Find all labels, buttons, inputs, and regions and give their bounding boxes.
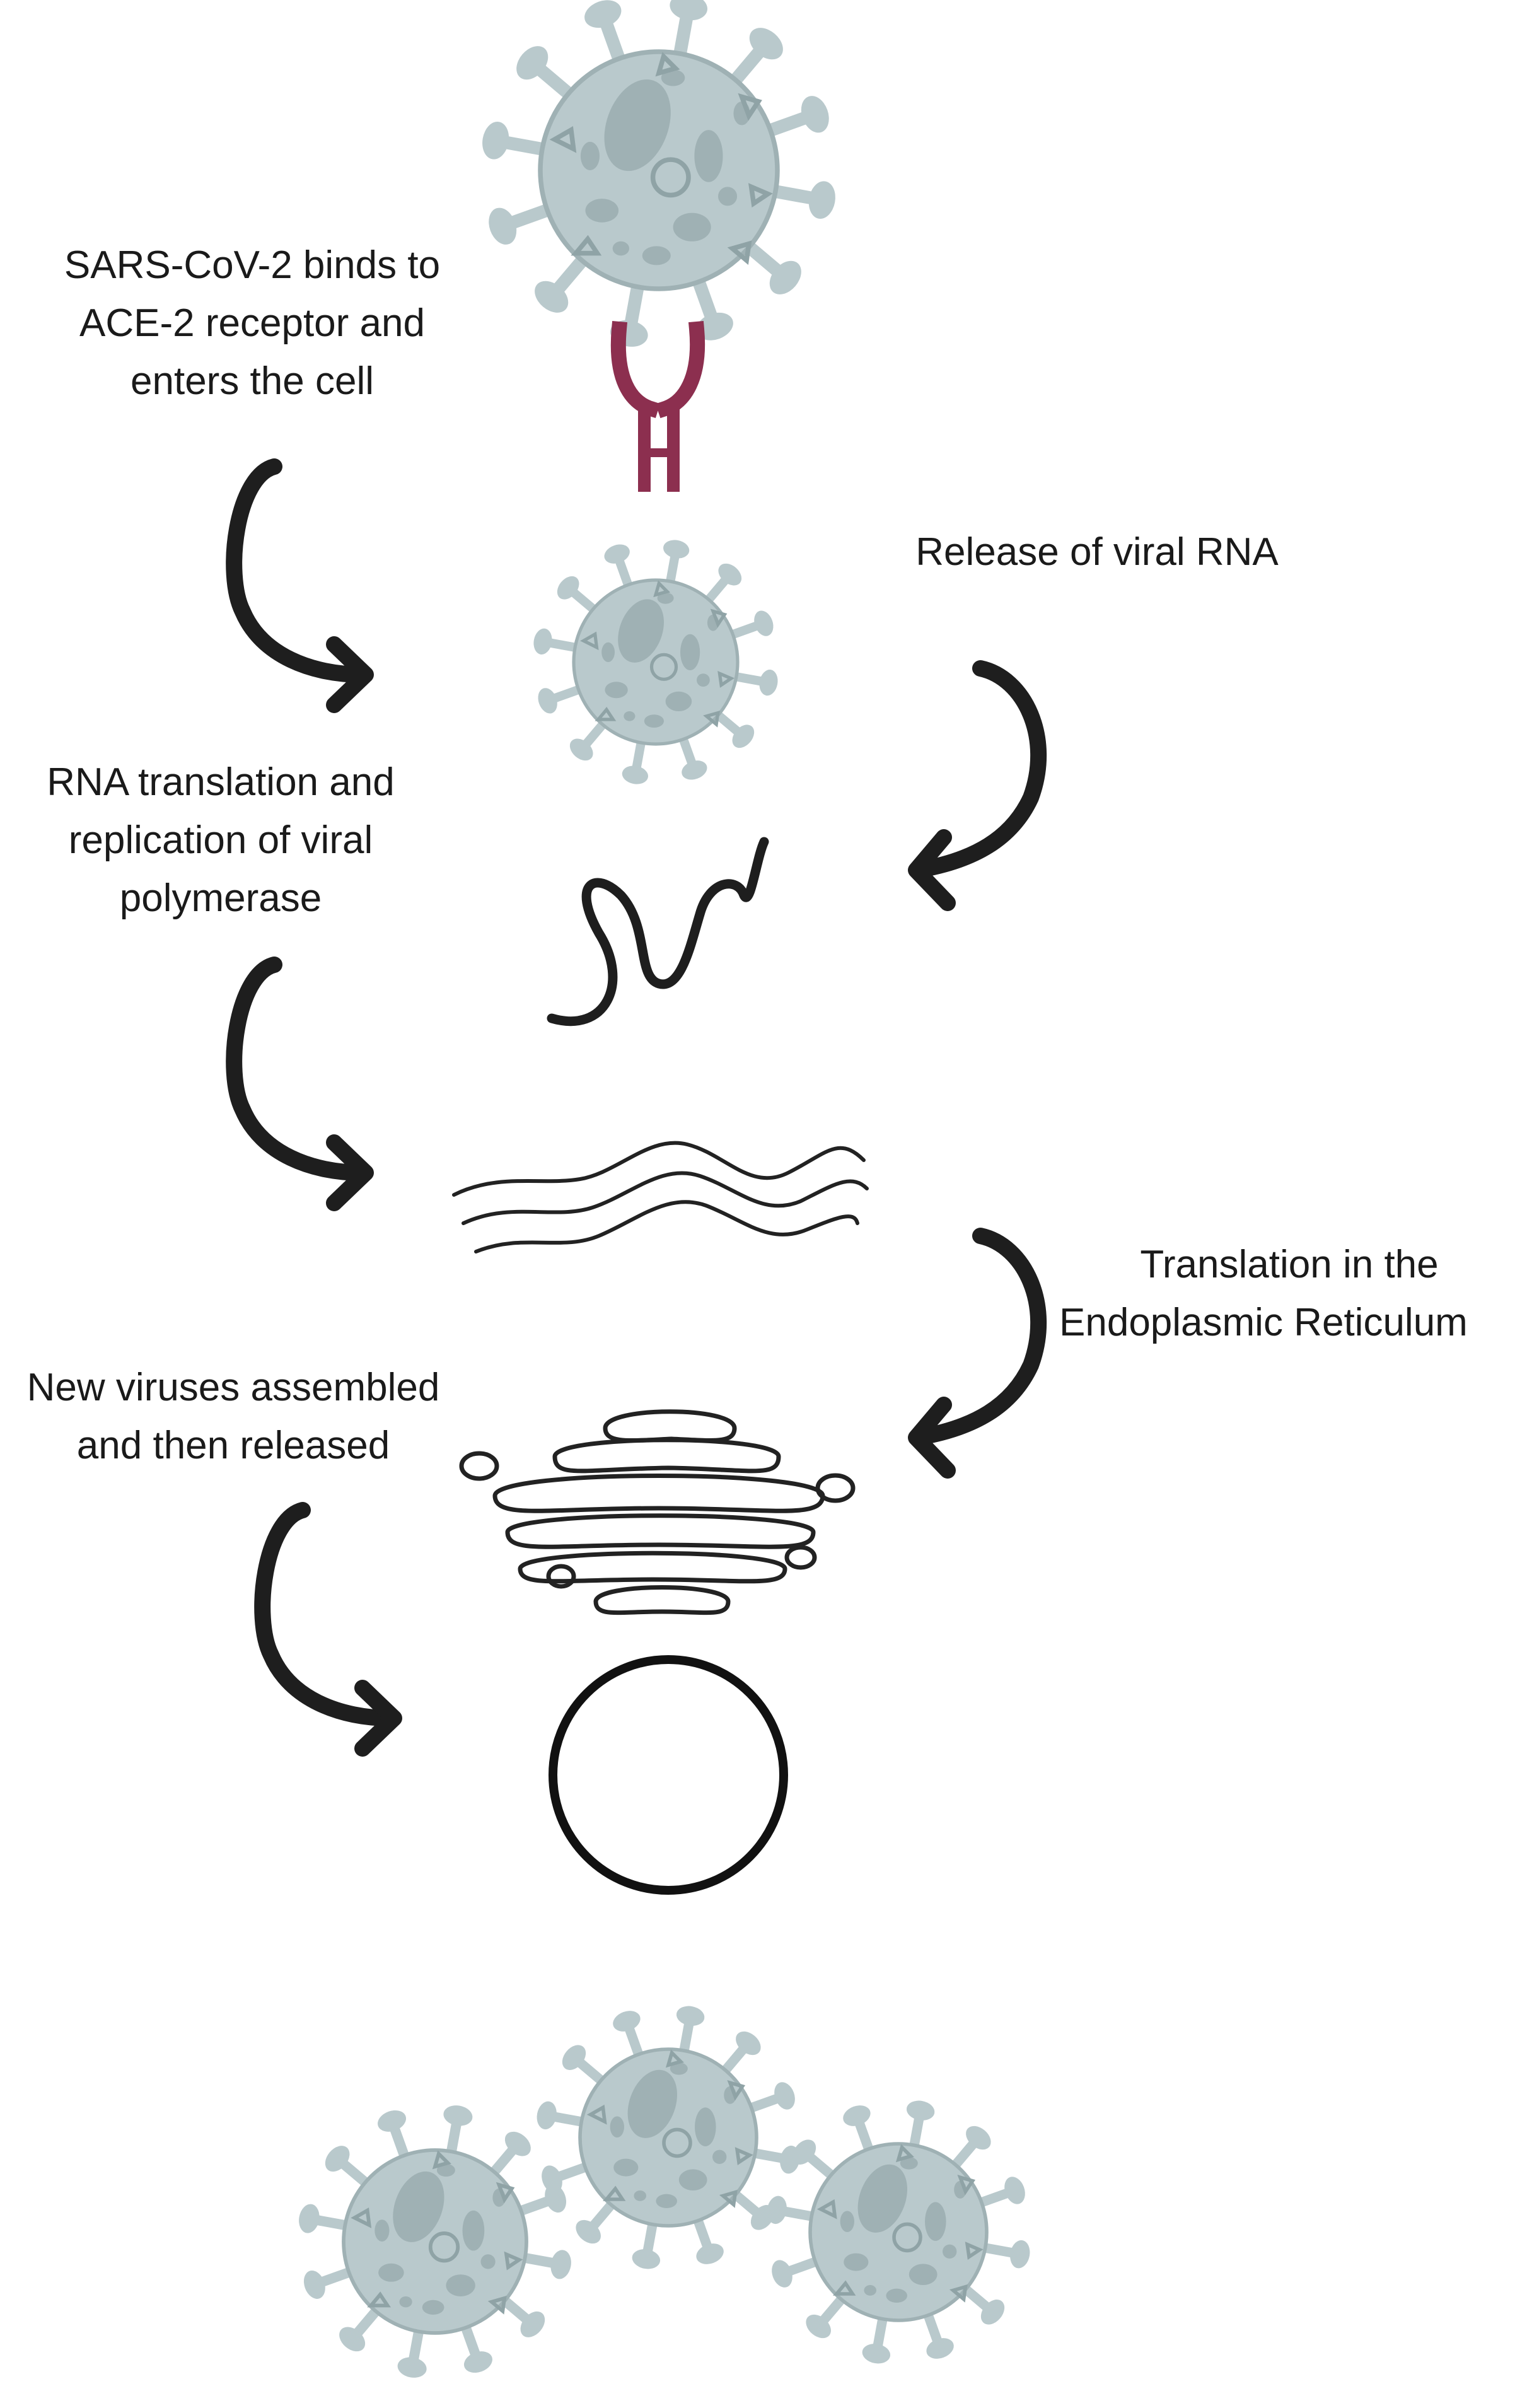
label-replication: RNA translation and replication of viral… bbox=[47, 760, 395, 920]
virus-icon bbox=[479, 0, 838, 350]
virus-icon bbox=[296, 2103, 573, 2380]
label-binding: SARS-CoV-2 binds to ACE-2 receptor and e… bbox=[64, 243, 441, 403]
curved-arrow-icon bbox=[234, 467, 366, 705]
polymerase-strands-icon bbox=[452, 1141, 869, 1253]
curved-arrow-icon bbox=[262, 1510, 394, 1748]
label-translation: Translation in the Endoplasmic Reticulum bbox=[1059, 1243, 1468, 1344]
viral-rna-strand-icon bbox=[547, 837, 769, 1027]
vesicle-icon bbox=[545, 1649, 798, 1901]
virus-icon bbox=[531, 538, 780, 786]
virus-icon bbox=[535, 2004, 802, 2271]
virus-icon bbox=[765, 2098, 1032, 2366]
ace2-receptor-icon bbox=[610, 320, 705, 492]
curved-arrow-icon bbox=[234, 965, 366, 1203]
endoplasmic-reticulum-icon bbox=[459, 1409, 856, 1615]
label-assembly: New viruses assembled and then released bbox=[26, 1366, 440, 1467]
virus-icon bbox=[545, 1649, 798, 1901]
curved-arrow-icon bbox=[916, 1236, 1038, 1470]
label-release: Release of viral RNA bbox=[915, 530, 1279, 574]
curved-arrow-icon bbox=[916, 668, 1038, 903]
